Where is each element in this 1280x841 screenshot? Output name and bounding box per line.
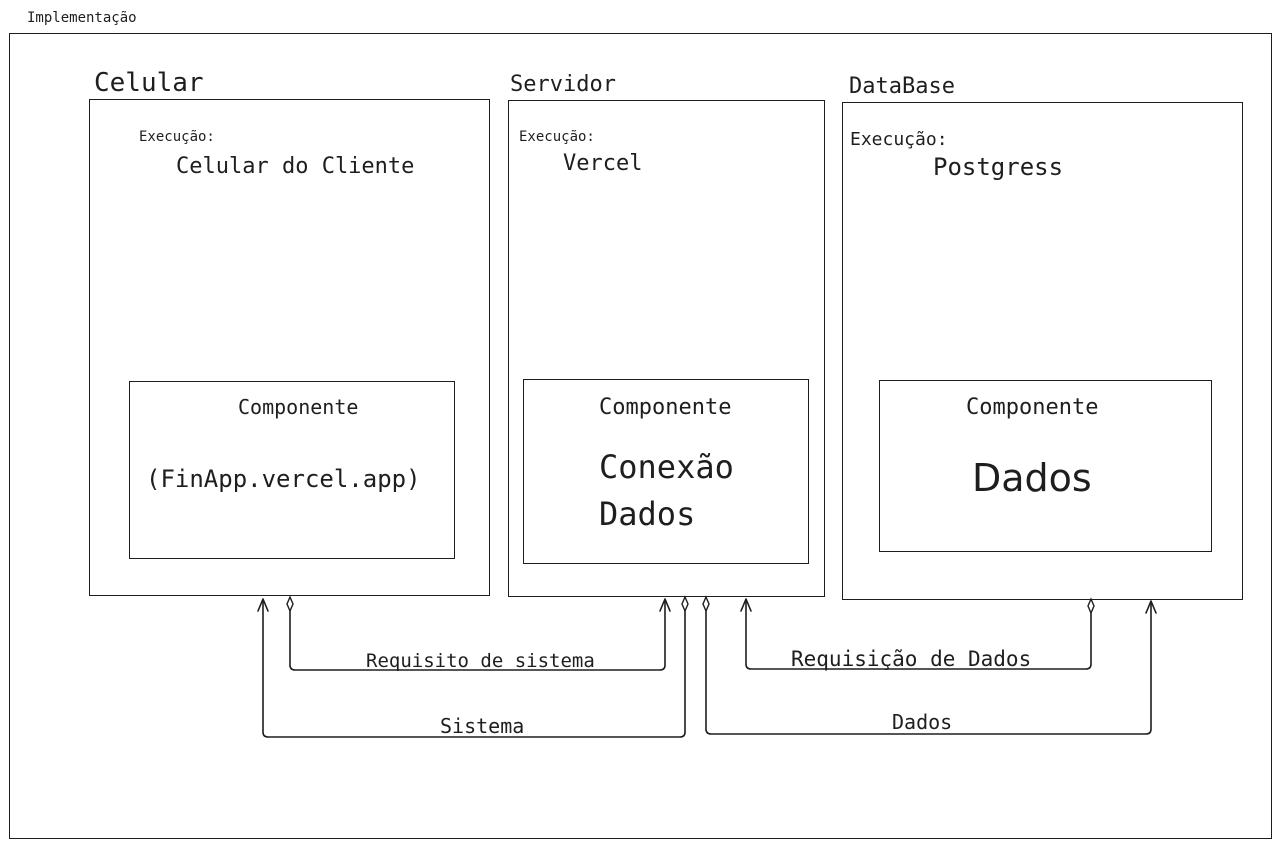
exec-value-servidor: Vercel bbox=[563, 151, 643, 176]
diamond-requisito-de-sistema bbox=[286, 595, 294, 613]
component-name-servidor-line1: Conexão bbox=[599, 448, 734, 486]
exec-value-database: Postgress bbox=[933, 153, 1064, 181]
exec-label-servidor: Execução: bbox=[519, 129, 595, 145]
component-name-celular: (FinApp.vercel.app) bbox=[146, 465, 421, 493]
component-database bbox=[879, 380, 1212, 552]
component-label-database: Componente bbox=[966, 395, 1099, 420]
node-title-servidor: Servidor bbox=[510, 72, 616, 97]
arrowhead-dados bbox=[1145, 600, 1157, 614]
frame-title: Implementação bbox=[27, 10, 137, 26]
connector-requisito-de-sistema bbox=[289, 599, 666, 671]
arrowhead-sistema bbox=[257, 598, 269, 612]
label-requisito-de-sistema: Requisito de sistema bbox=[366, 650, 595, 672]
label-dados: Dados bbox=[892, 710, 953, 734]
arrowhead-requisicao-de-dados bbox=[740, 598, 752, 612]
label-sistema: Sistema bbox=[440, 714, 525, 738]
diamond-requisicao-de-dados bbox=[1087, 597, 1095, 615]
arrowhead-requisito-de-sistema bbox=[659, 598, 671, 612]
node-servidor bbox=[508, 100, 825, 597]
component-name-database: Dados bbox=[972, 456, 1092, 500]
node-celular bbox=[89, 99, 490, 596]
component-label-celular: Componente bbox=[238, 395, 359, 419]
component-name-servidor-line2: Dados bbox=[599, 495, 696, 533]
diamond-sistema bbox=[681, 595, 689, 613]
exec-label-database: Execução: bbox=[850, 129, 948, 150]
connector-dados bbox=[705, 601, 1152, 735]
exec-label-celular: Execução: bbox=[139, 129, 215, 145]
node-database bbox=[842, 102, 1243, 600]
diamond-dados bbox=[702, 595, 710, 613]
component-servidor bbox=[523, 379, 809, 564]
node-title-celular: Celular bbox=[94, 68, 204, 98]
component-celular bbox=[129, 381, 455, 559]
node-title-database: DataBase bbox=[849, 74, 955, 99]
component-label-servidor: Componente bbox=[599, 395, 732, 420]
exec-value-celular: Celular do Cliente bbox=[176, 154, 415, 179]
label-requisicao-de-dados: Requisição de Dados bbox=[791, 647, 1032, 671]
connector-sistema bbox=[262, 599, 686, 738]
connector-requisicao-de-dados bbox=[745, 599, 1092, 670]
implementation-frame bbox=[9, 33, 1272, 839]
